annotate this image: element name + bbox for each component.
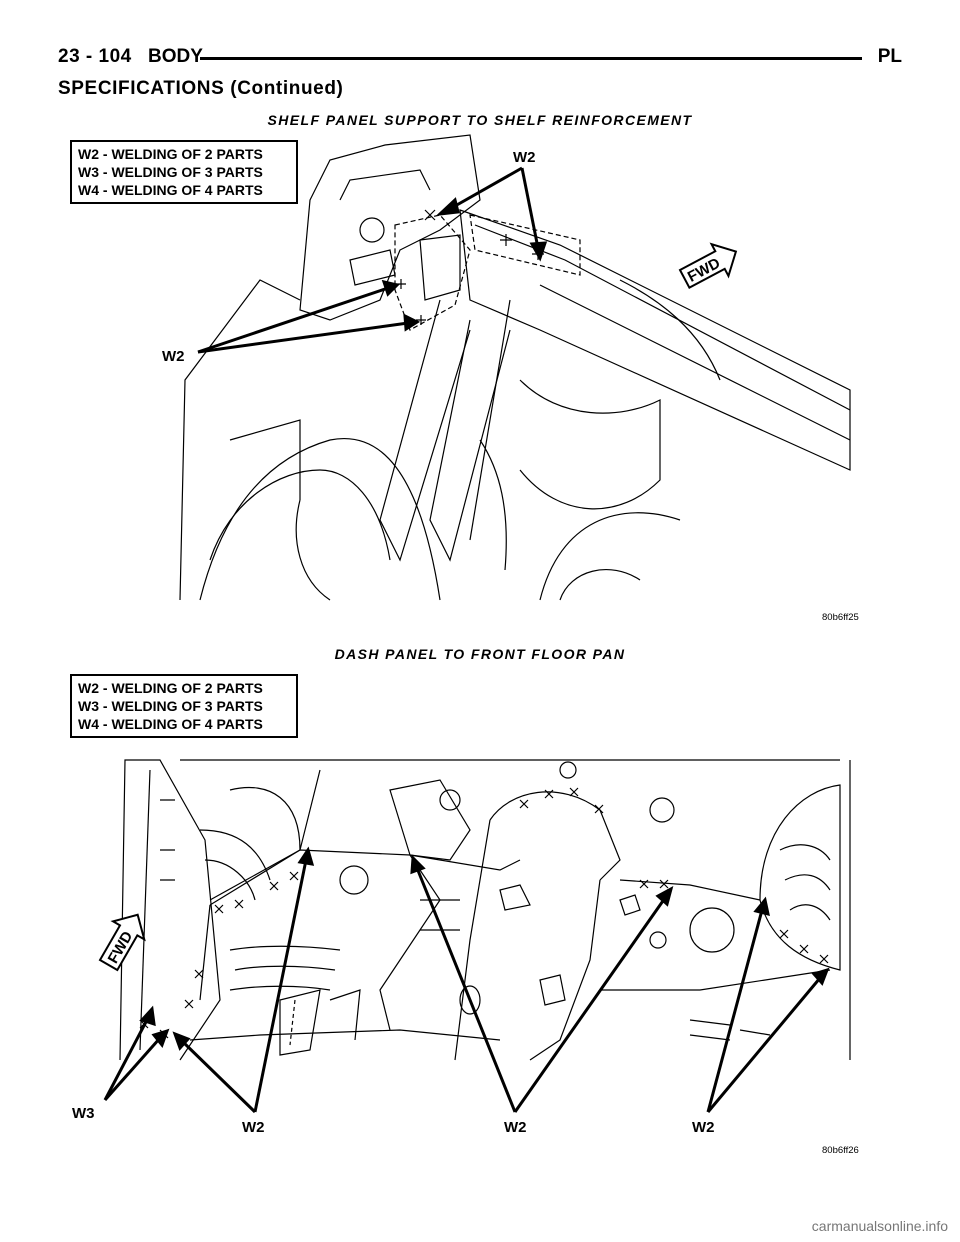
figure1-illustration: W2 W2 FWD bbox=[162, 134, 851, 601]
section-title: SPECIFICATIONS (Continued) bbox=[58, 78, 344, 99]
figure2-legend-w3: W3 - WELDING OF 3 PARTS bbox=[78, 698, 263, 714]
figure2-callout-w2-right: W2 bbox=[692, 1119, 715, 1136]
figure1-legend-w3: W3 - WELDING OF 3 PARTS bbox=[78, 164, 263, 180]
figure2-legend: W2 - WELDING OF 2 PARTS W3 - WELDING OF … bbox=[70, 674, 298, 738]
figure1-callout-w2-top: W2 bbox=[513, 149, 536, 166]
figure2-title: DASH PANEL TO FRONT FLOOR PAN bbox=[334, 646, 626, 662]
figure1-callout-w2-left: W2 bbox=[162, 348, 185, 365]
figure2-legend-w4: W4 - WELDING OF 4 PARTS bbox=[78, 716, 263, 732]
figure1-legend: W2 - WELDING OF 2 PARTS W3 - WELDING OF … bbox=[70, 140, 298, 204]
page-header: 23 - 104 BODY PL bbox=[58, 44, 902, 74]
header-rule bbox=[200, 57, 862, 60]
figure2-fwd-arrow: FWD bbox=[98, 913, 146, 972]
figure2-code: 80b6ff26 bbox=[822, 1145, 859, 1156]
figure2-callout-w3: W3 bbox=[72, 1105, 95, 1122]
figure1-code: 80b6ff25 bbox=[822, 612, 859, 623]
figure2-callout-w2-left: W2 bbox=[242, 1119, 265, 1136]
figure2-legend-w2: W2 - WELDING OF 2 PARTS bbox=[78, 680, 263, 696]
page-number: 23 - 104 bbox=[58, 46, 132, 67]
figure1-legend-w2: W2 - WELDING OF 2 PARTS bbox=[78, 146, 263, 162]
watermark: carmanualsonline.info bbox=[811, 1218, 948, 1234]
figure2-callout-w2-center: W2 bbox=[504, 1119, 527, 1136]
section-name: BODY bbox=[148, 46, 203, 67]
figure1-title: SHELF PANEL SUPPORT TO SHELF REINFORCEME… bbox=[267, 112, 693, 128]
model-code: PL bbox=[877, 46, 902, 67]
figure1-legend-w4: W4 - WELDING OF 4 PARTS bbox=[78, 182, 263, 198]
